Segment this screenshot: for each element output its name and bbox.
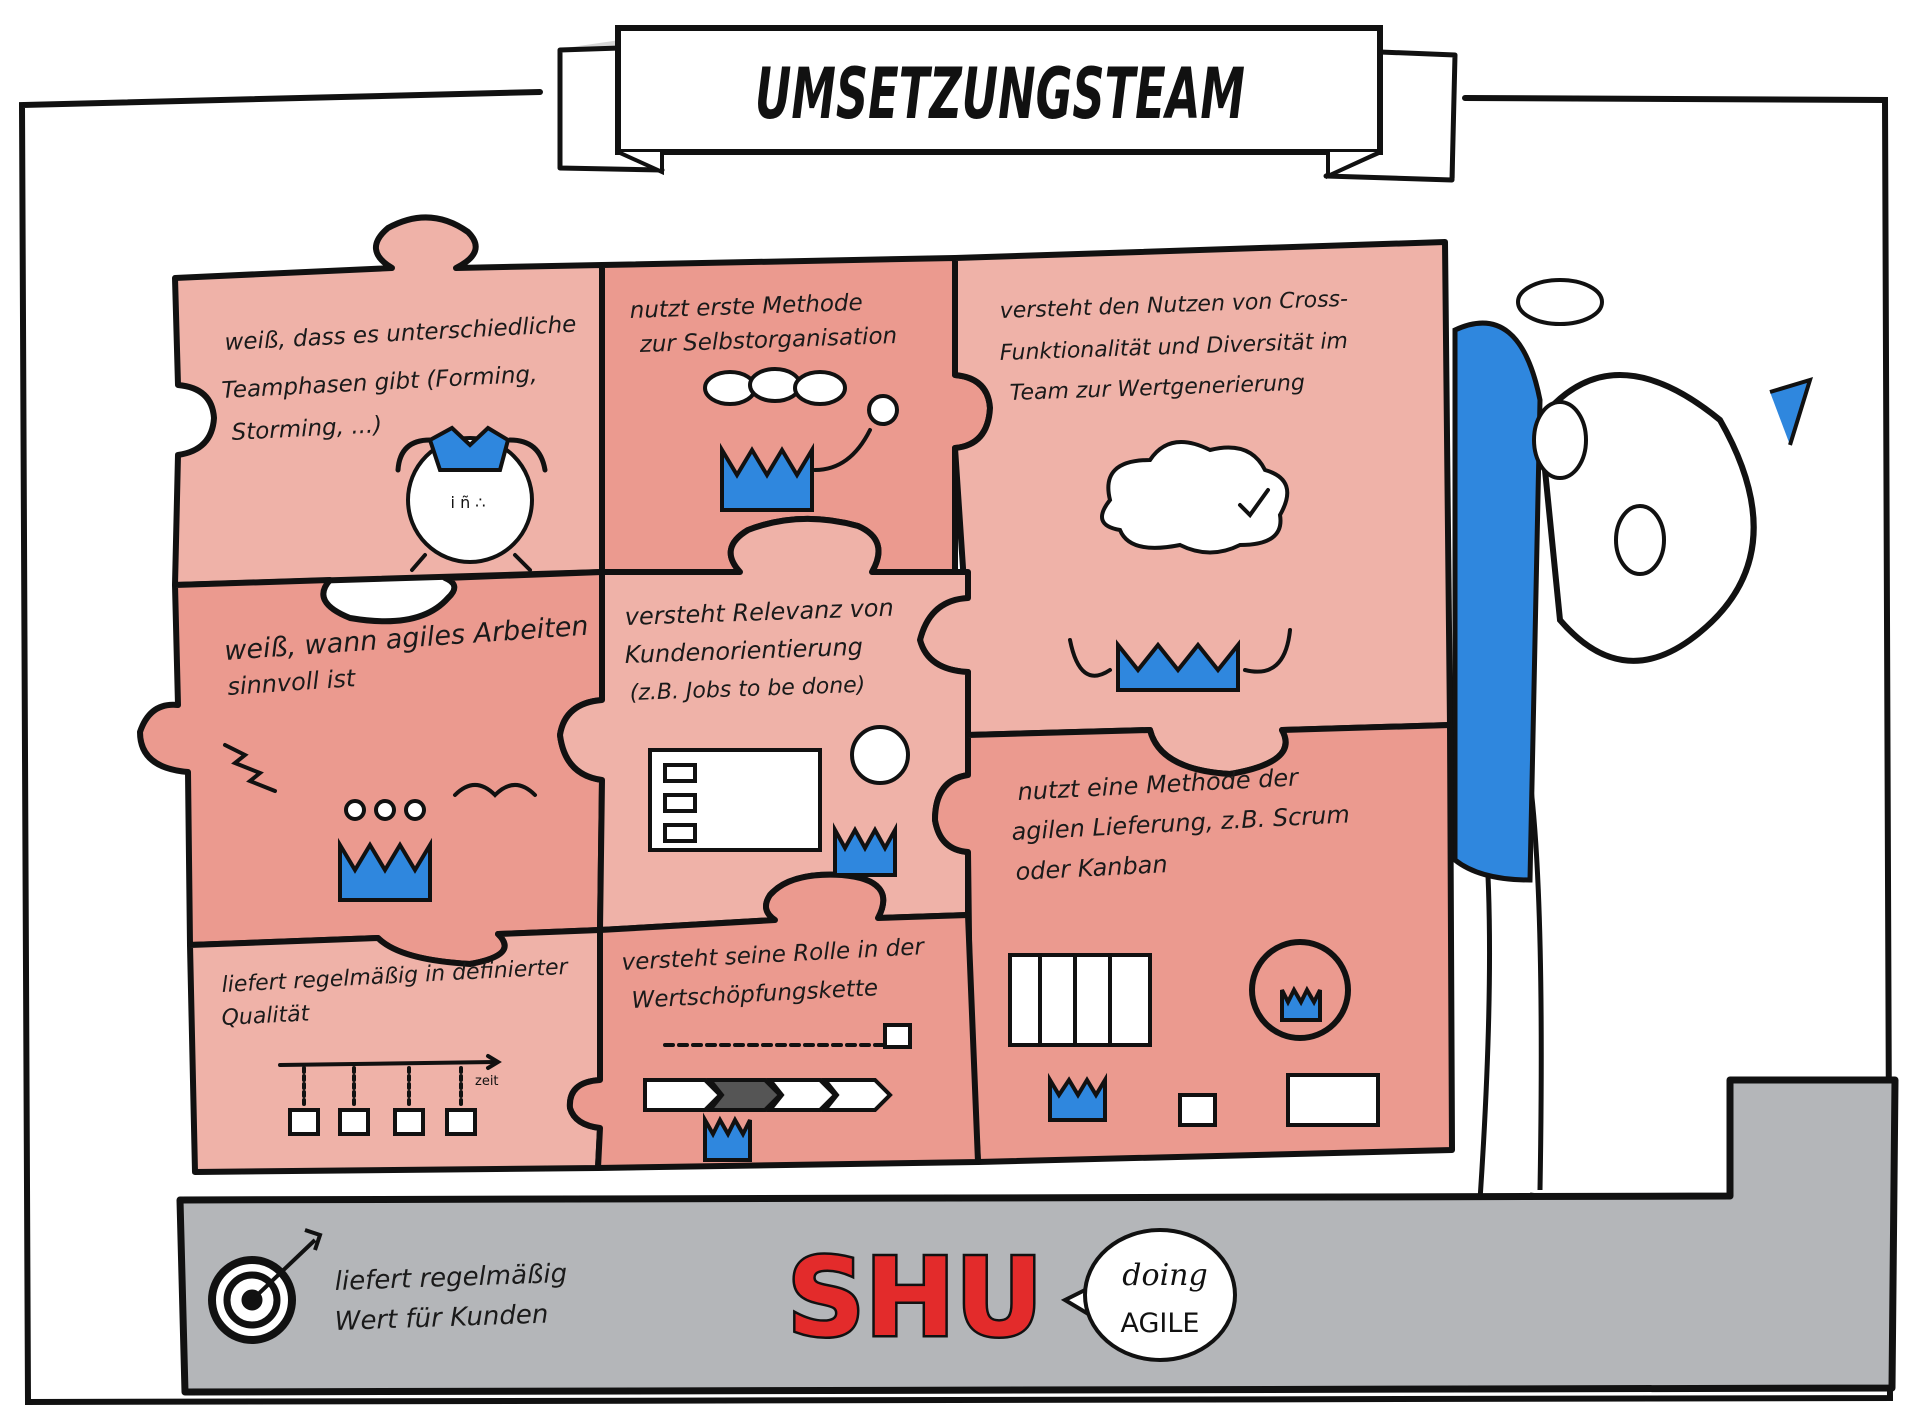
svg-text:i ñ ∴: i ñ ∴ [451, 493, 486, 512]
outer-frame [18, 89, 1894, 1406]
brand-shu: SHU [787, 1236, 1043, 1361]
goal-line2: Wert für Kunden [334, 1300, 549, 1337]
puzzle-piece-agile-delivery [932, 722, 1455, 1165]
timeline-label: zeit [475, 1074, 499, 1089]
thought-cloud-icon [1068, 440, 1292, 692]
alarm-clock-icon: i ñ ∴ [395, 425, 548, 572]
customer-board-icon [648, 725, 910, 877]
bottom-bar: liefert regelmäßig Wert für Kunden SHU d… [176, 1076, 1899, 1396]
target-icon [208, 1228, 323, 1344]
doing-agile-bubble: doing AGILE [1060, 1228, 1237, 1362]
puzzle-area [137, 214, 1455, 1175]
piece7-line2: Qualität [221, 1001, 311, 1031]
timeline-icon: zeit [278, 1054, 502, 1136]
piece-illustrations: i ñ ∴ [223, 367, 1380, 1162]
team-arrows-icon [223, 743, 537, 902]
speech-bubbles-icon [703, 367, 899, 512]
puzzle-piece-customer-focus [557, 515, 971, 933]
value-chain-icon [643, 1023, 912, 1162]
stick-figure [1452, 278, 1814, 1208]
bubble-script: doing [1122, 1258, 1207, 1293]
kanban-board-icon [1008, 939, 1380, 1127]
bubble-agile: AGILE [1121, 1308, 1200, 1339]
title-banner: UMSETZUNGSTEAM [557, 25, 1458, 183]
banner-title: UMSETZUNGSTEAM [755, 53, 1245, 135]
